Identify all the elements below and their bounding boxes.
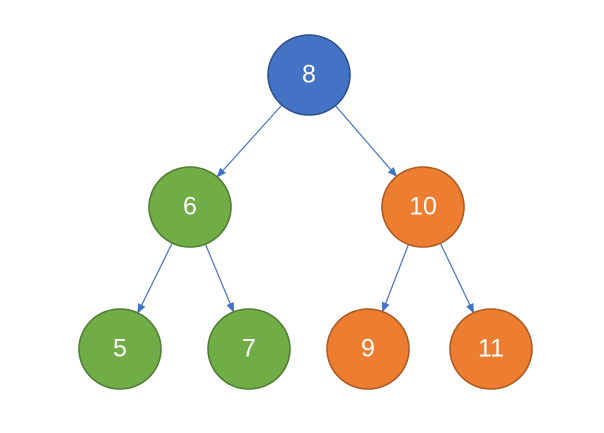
edge-arrow-6-to-5 [137,242,173,314]
edge-arrow-10-to-11 [439,242,475,314]
tree-node-5: 5 [78,308,162,390]
node-circle [267,34,351,116]
edge-arrow-6-to-7 [204,243,235,313]
edge-layer [137,104,475,314]
node-circle [326,308,410,390]
edge-arrow-10-to-9 [381,244,410,313]
tree-node-11: 11 [449,308,533,390]
tree-node-6: 6 [148,166,232,248]
node-circle [449,308,533,390]
node-circle [207,308,291,390]
tree-node-9: 9 [326,308,410,390]
edge-arrow-8-to-10 [334,105,398,178]
node-label: 8 [302,61,316,89]
node-label: 9 [361,335,375,363]
tree-node-7: 7 [207,308,291,390]
node-label: 6 [183,193,197,221]
node-circle [78,308,162,390]
node-label: 5 [113,335,127,363]
node-layer: 8 6 10 5 7 9 11 [78,34,533,390]
node-label: 7 [242,335,256,363]
tree-node-8: 8 [267,34,351,116]
node-circle [381,166,465,248]
node-label: 10 [409,193,437,221]
edge-arrow-8-to-6 [216,104,283,178]
node-circle [148,166,232,248]
tree-node-10: 10 [381,166,465,248]
node-label: 11 [478,335,504,363]
